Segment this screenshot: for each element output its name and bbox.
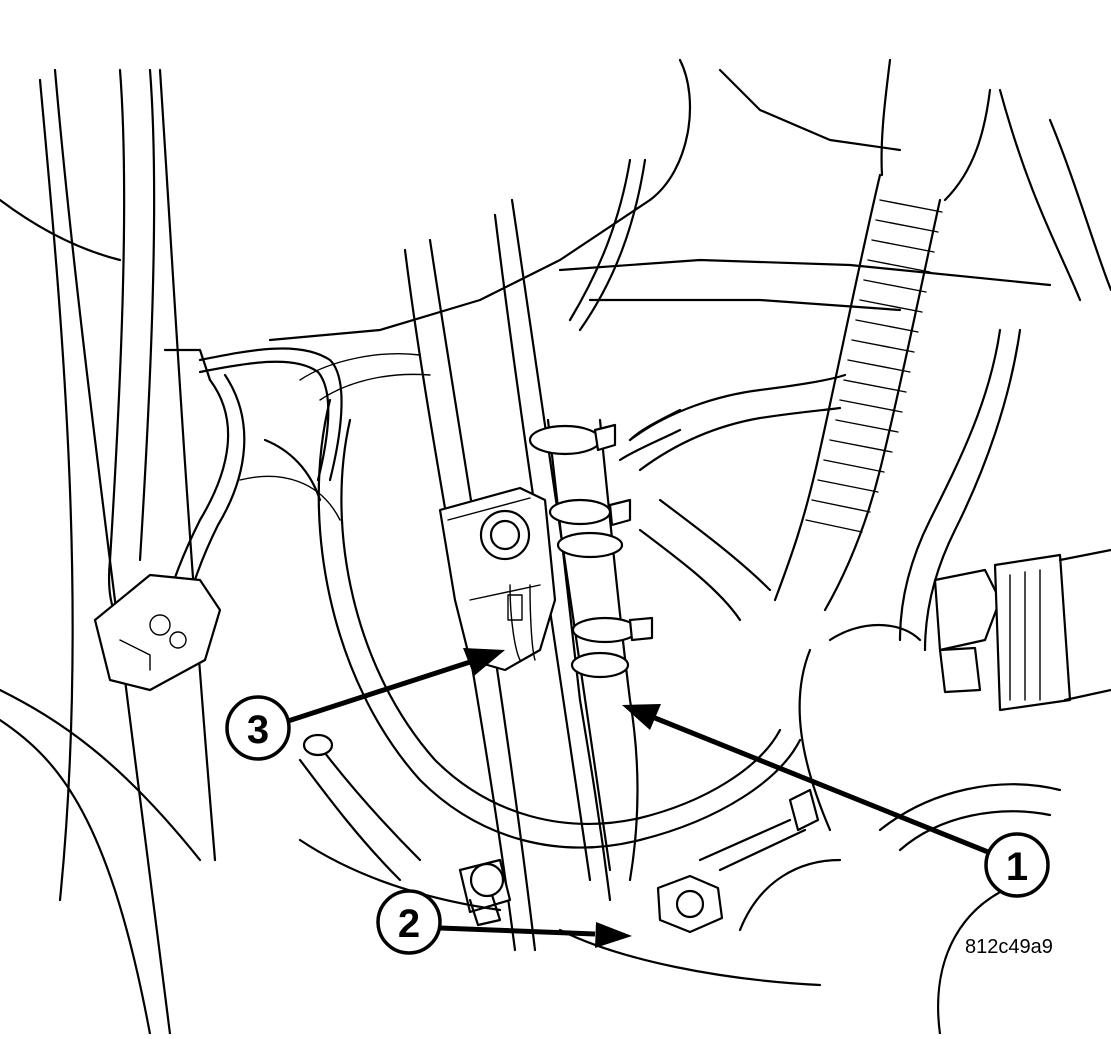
background-body-lines — [0, 58, 1111, 1036]
callout-3: 3 — [225, 695, 291, 761]
callout-2-label: 2 — [398, 902, 420, 946]
corrugated-conduit — [773, 58, 992, 612]
center-bracket-strap — [403, 198, 612, 952]
callout-2: 2 — [376, 889, 442, 955]
callout-3-label: 3 — [247, 708, 269, 752]
figure-id-label: 812c49a9 — [965, 936, 1053, 958]
callout-1: 1 — [984, 832, 1050, 898]
left-wire-harness — [93, 68, 343, 692]
loop-tube — [317, 398, 802, 849]
callout-1-label: 1 — [1006, 845, 1028, 889]
lower-components — [298, 733, 1062, 1036]
callout-arrow-2 — [439, 922, 632, 948]
right-wire-harness — [568, 158, 1022, 652]
callout-arrow-3 — [284, 648, 505, 725]
callout-arrow-1 — [622, 704, 989, 855]
right-connector-assembly — [798, 548, 1111, 832]
hose-with-clamps — [528, 408, 682, 902]
